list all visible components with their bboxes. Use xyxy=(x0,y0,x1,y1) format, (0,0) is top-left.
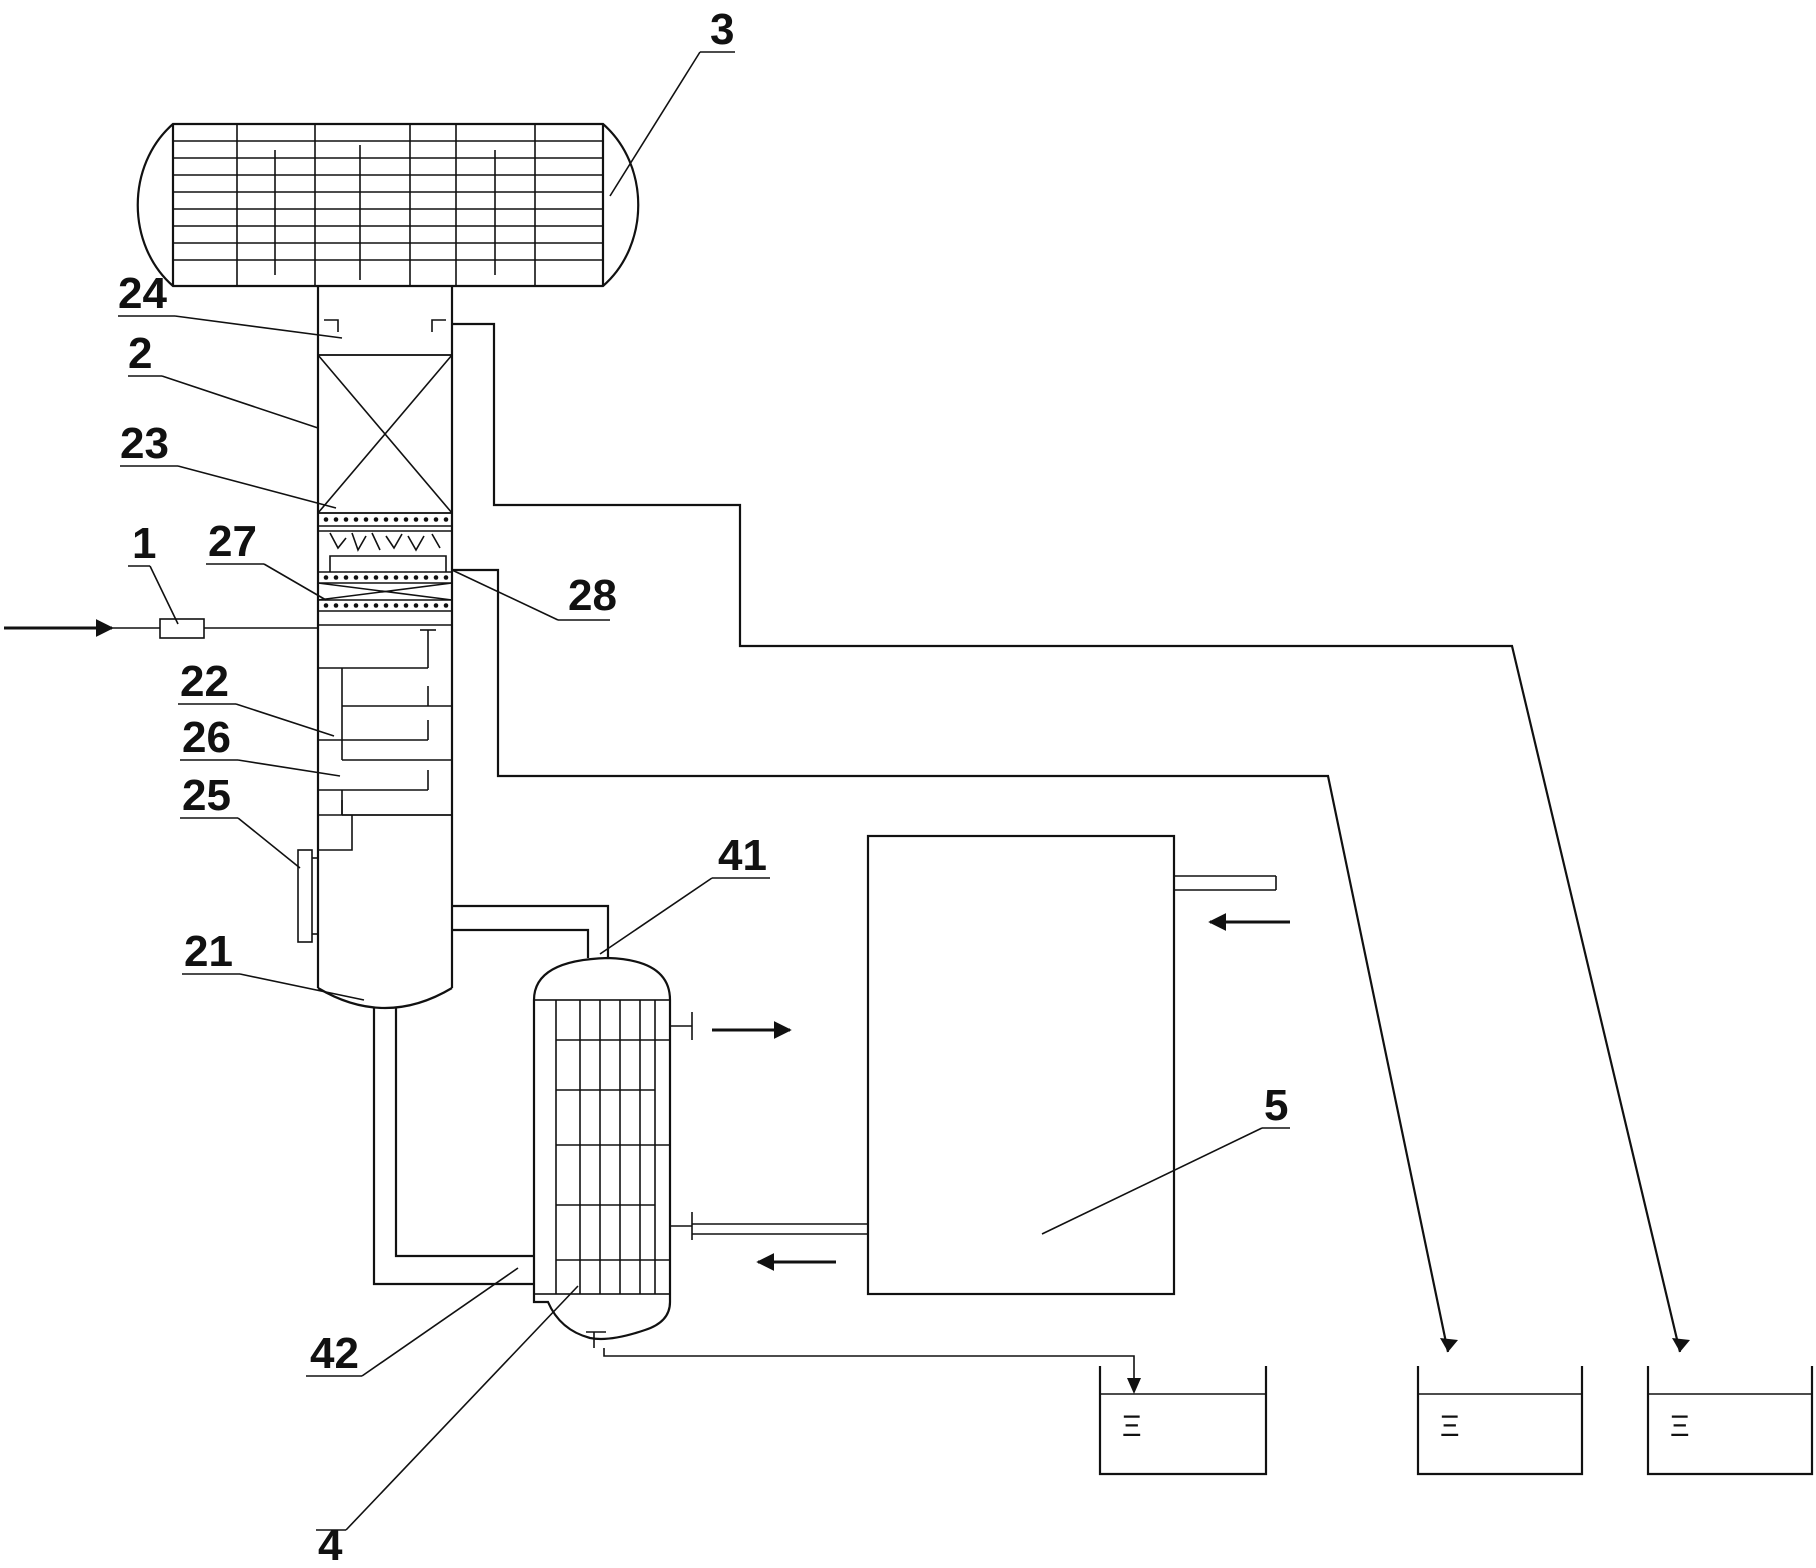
label-28: 28 xyxy=(568,571,617,620)
label-2: 2 xyxy=(128,329,152,378)
label-1: 1 xyxy=(132,519,156,568)
condenser-3 xyxy=(136,122,640,288)
label-3: 3 xyxy=(710,5,734,54)
svg-text:Ξ: Ξ xyxy=(1440,1410,1460,1443)
label-41: 41 xyxy=(718,831,767,880)
svg-text:Ξ: Ξ xyxy=(1122,1410,1142,1443)
label-42: 42 xyxy=(310,1329,359,1378)
svg-text:Ξ: Ξ xyxy=(1670,1410,1690,1443)
bottom-piping-42 xyxy=(372,1008,534,1286)
label-22: 22 xyxy=(180,657,229,706)
labels: 3 24 2 23 1 27 28 22 26 25 21 41 xyxy=(118,5,1290,1568)
tank-right: Ξ xyxy=(1646,1366,1814,1476)
reflux-line-lower xyxy=(452,568,1458,1353)
label-23: 23 xyxy=(120,419,169,468)
tank-middle: Ξ xyxy=(1416,1366,1584,1476)
label-27: 27 xyxy=(208,517,257,566)
label-25: 25 xyxy=(182,771,231,820)
feed-pump-1 xyxy=(4,618,318,639)
heat-source-5 xyxy=(866,834,1290,1296)
label-26: 26 xyxy=(182,713,231,762)
reflux-line-upper xyxy=(452,322,1690,1353)
label-5: 5 xyxy=(1264,1081,1288,1130)
tank-left: Ξ xyxy=(1098,1366,1268,1476)
label-21: 21 xyxy=(184,927,233,976)
label-24: 24 xyxy=(118,269,167,318)
reboiler-4 xyxy=(452,904,1141,1394)
label-4: 4 xyxy=(318,1521,343,1568)
column-2 xyxy=(297,286,454,1009)
